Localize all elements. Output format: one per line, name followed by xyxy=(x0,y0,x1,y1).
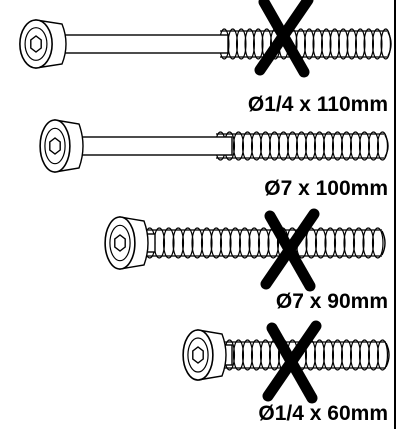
thread-coil xyxy=(329,28,341,60)
screw-label-1: Ø1/4 x 110mm xyxy=(247,93,388,116)
screw-1 xyxy=(19,0,392,78)
thread-coil xyxy=(210,227,223,259)
thread-coil xyxy=(322,131,335,161)
thread-coil xyxy=(304,131,317,161)
thread-coil xyxy=(346,28,358,60)
screw-thread xyxy=(143,227,386,259)
thread-coil xyxy=(248,227,261,259)
thread-coil xyxy=(181,227,194,259)
hex-socket-icon xyxy=(192,346,204,364)
cross-stroke-b xyxy=(254,0,314,76)
thread-coil xyxy=(358,339,371,371)
thread-coil xyxy=(295,131,308,161)
thread-coil xyxy=(367,339,380,371)
head-rim xyxy=(109,224,131,262)
thread-coil xyxy=(257,227,270,259)
thread-coil xyxy=(371,28,383,60)
thread-coil xyxy=(232,339,245,371)
thread-coil xyxy=(277,131,290,161)
cross-out-mark xyxy=(254,0,314,78)
screw-head xyxy=(19,19,67,69)
thread-coil xyxy=(250,339,263,371)
thread-coil xyxy=(235,28,247,60)
head-rim xyxy=(44,127,66,165)
screw-label-2: Ø7 x 100mm xyxy=(264,177,388,200)
thread-coil xyxy=(322,339,335,371)
cross-out-mark xyxy=(262,320,322,404)
screw-shank xyxy=(74,136,233,156)
thread-coil xyxy=(244,28,256,60)
screw-thread xyxy=(214,131,389,161)
screw-shank xyxy=(57,34,229,54)
thread-coil xyxy=(349,339,362,371)
cross-out-mark xyxy=(260,208,320,292)
screw-head xyxy=(39,119,84,173)
thread-coil xyxy=(363,28,375,60)
screw-tip xyxy=(384,134,389,158)
thread-coil xyxy=(229,227,242,259)
thread-coil xyxy=(371,227,384,259)
screw-4 xyxy=(182,320,390,404)
thread-coil xyxy=(172,227,185,259)
screw-label-3: Ø7 x 90mm xyxy=(275,290,388,313)
thread-coil xyxy=(331,131,344,161)
thread-coil xyxy=(252,28,264,60)
thread-coil xyxy=(305,227,318,259)
hex-socket-icon xyxy=(30,35,42,53)
thread-coil xyxy=(200,227,213,259)
thread-coil xyxy=(324,227,337,259)
thread-coil xyxy=(303,28,315,60)
head-rim xyxy=(187,337,209,373)
thread-coil xyxy=(313,131,326,161)
cross-stroke-b xyxy=(262,320,322,402)
thread-coil xyxy=(354,28,366,60)
thread-coil xyxy=(232,131,245,161)
screw-2 xyxy=(39,119,389,173)
thread-coil xyxy=(219,227,232,259)
thread-coil xyxy=(367,131,380,161)
screw-tip xyxy=(381,230,386,256)
thread-coil xyxy=(343,227,356,259)
thread-coil xyxy=(314,227,327,259)
thread-coil xyxy=(268,131,281,161)
screw-tip xyxy=(387,31,392,57)
thread-coil xyxy=(320,28,332,60)
thread-coil xyxy=(349,131,362,161)
screw-head xyxy=(182,329,227,381)
thread-coil xyxy=(191,227,204,259)
thread-coil xyxy=(340,339,353,371)
thread-coil xyxy=(286,131,299,161)
thread-coil xyxy=(241,339,254,371)
thread-coil xyxy=(331,339,344,371)
thread-coil xyxy=(358,131,371,161)
thread-coil xyxy=(250,131,263,161)
screw-thread xyxy=(218,28,392,60)
thread-coil xyxy=(337,28,349,60)
thread-coil xyxy=(238,227,251,259)
screw-label-4: Ø1/4 x 60mm xyxy=(258,402,388,425)
thread-coil xyxy=(313,339,326,371)
thread-coil xyxy=(376,339,389,371)
thread-coil xyxy=(162,227,175,259)
screw-head xyxy=(104,216,149,270)
thread-coil xyxy=(362,227,375,259)
thread-coil xyxy=(352,227,365,259)
cross-stroke-b xyxy=(260,208,320,290)
hex-socket-icon xyxy=(114,234,126,252)
thread-coil xyxy=(259,131,272,161)
screw-3 xyxy=(104,208,386,292)
screw-tip xyxy=(385,342,390,368)
thread-coil xyxy=(259,339,272,371)
thread-coil xyxy=(333,227,346,259)
thread-coil xyxy=(312,28,324,60)
hex-socket-icon xyxy=(49,137,61,155)
thread-coil xyxy=(340,131,353,161)
head-rim xyxy=(24,27,48,61)
thread-coil xyxy=(241,131,254,161)
